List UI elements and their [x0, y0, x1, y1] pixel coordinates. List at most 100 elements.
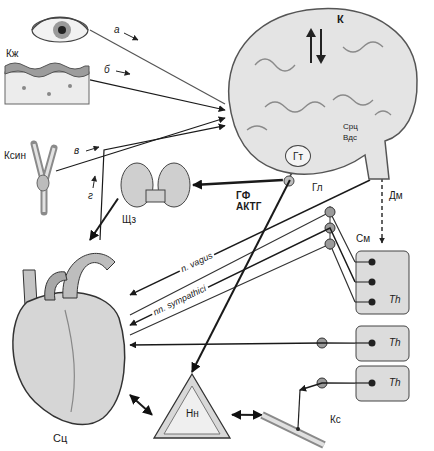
- eye-illustration: [32, 17, 88, 42]
- skin-receptor: Кж: [4, 48, 90, 106]
- centre-label: Срц: [343, 123, 358, 132]
- skin-receptor-shape-part: [5, 63, 89, 77]
- afferent-fibre: [100, 126, 225, 240]
- nerve-label: nn. sympathici: [150, 283, 210, 319]
- eye-illustration-part: [53, 21, 71, 39]
- node-label: Кс: [330, 414, 341, 425]
- adrenal-gland-shape-part: [164, 386, 220, 434]
- node-label: Th: [389, 377, 401, 388]
- node-label: Нн: [186, 408, 199, 419]
- node-label: К: [337, 13, 344, 25]
- brain-shape-part-part: [255, 59, 295, 71]
- direction-arrow-part: [116, 71, 130, 74]
- pathway-letter: в: [74, 145, 79, 156]
- spinal-segment-shape-part: [369, 299, 376, 306]
- heart-shape-part: [63, 253, 115, 298]
- brain: К Гт: [225, 5, 420, 180]
- nerve-label: n. vagus: [178, 250, 217, 275]
- brain-shape-part-part: [265, 102, 325, 112]
- heart-shape: [5, 240, 130, 448]
- pathway-letter: г: [88, 190, 93, 201]
- blood-vessel-shape-part: [296, 427, 300, 431]
- heart-shape-part: [13, 292, 125, 424]
- pathway-label: Дм: [389, 190, 403, 201]
- sympathetic-fibres-part: [130, 244, 355, 335]
- spinal-segment-shape: [355, 250, 410, 315]
- spinal-segment: Th: [355, 365, 410, 402]
- descending-pathway-part: [381, 178, 382, 243]
- skin-receptor-shape-part: [68, 84, 72, 88]
- spinal-segment-shape-part: [369, 380, 376, 387]
- node-label: Кж: [6, 48, 19, 59]
- spinal-segment-shape-part: [356, 326, 409, 361]
- blood-vessel-shape-part: [298, 390, 300, 428]
- sympathetic-ganglia-part: [325, 207, 335, 217]
- afferent-fibre: [90, 80, 225, 110]
- direction-arrow-part: [86, 147, 99, 151]
- eye-illustration-part: [32, 17, 88, 30]
- adrenal-gland-shape-part: [154, 374, 230, 438]
- node-label: Щз: [122, 214, 136, 225]
- pathway-letter: б: [104, 64, 110, 75]
- thyroid-gland: Щз: [118, 160, 193, 230]
- eye-illustration-part: [58, 26, 66, 34]
- thyroid-gland-shape-part: [146, 190, 165, 202]
- spinal-segment-shape: [355, 325, 410, 362]
- brain-shape-part-part: [333, 95, 373, 105]
- node-label: Th: [389, 337, 401, 348]
- adrenal-gland: Нн: [152, 372, 232, 440]
- blood-vessel: Кс: [262, 390, 350, 448]
- brain-shape-part: [316, 55, 326, 64]
- brain-shape-part-part: [375, 111, 391, 115]
- spinal-segment-shape: [355, 365, 410, 402]
- heart: Сц: [5, 240, 130, 448]
- carotid-sinus-shape-part: [34, 144, 54, 212]
- spinal-cord-label: См: [356, 233, 370, 244]
- skin-receptor-shape-part: [47, 92, 51, 96]
- centre-label: Вдс: [343, 134, 357, 143]
- direction-arrow-part: [93, 176, 95, 188]
- sympathetic-ganglia-part: [325, 239, 335, 249]
- optic-fibre: [90, 30, 225, 104]
- sympathetic-fibres-part: [130, 212, 355, 315]
- brain-shape-part-part: [247, 126, 267, 130]
- spinal-segment-shape-part: [369, 259, 376, 266]
- brain-shape-part: [306, 28, 316, 37]
- spinal-segment-shape-part: [356, 251, 409, 314]
- spinal-segment: Th: [355, 325, 410, 362]
- carotid-sinus: Ксин: [4, 140, 56, 212]
- spinal-segment-shape-part: [356, 366, 409, 401]
- node-label: Ксин: [4, 150, 26, 161]
- spinal-segment-shape-part: [369, 279, 376, 286]
- adrenal-gland-shape: [152, 372, 232, 440]
- spinal-segment-shape-part: [369, 340, 376, 347]
- brain-shape-part: [320, 29, 322, 57]
- skin-receptor-shape-part: [22, 86, 26, 90]
- carotid-sinus-shape-part: [34, 144, 54, 212]
- node-label: Сц: [53, 432, 67, 444]
- hormone-arrow: [232, 414, 262, 416]
- node-label: Гт: [293, 151, 303, 162]
- brain-shape: [225, 5, 420, 180]
- hormone-arrow: [90, 199, 118, 241]
- blood-vessel-shape-part: [262, 415, 324, 445]
- hypothalamus-circle: Гт: [285, 145, 311, 167]
- brain-shape-part: [247, 42, 391, 130]
- hormone-arrow: [130, 395, 152, 415]
- sympathetic-nerve: [130, 228, 355, 325]
- ganglion-label: Гл: [312, 182, 323, 193]
- brain-shape-part-part: [343, 42, 383, 52]
- node-label: Th: [389, 294, 401, 305]
- brain-shape-part: [229, 9, 417, 179]
- brain-shape-part: [310, 35, 312, 63]
- pathway-letter: а: [114, 24, 120, 35]
- optic-fibre-part: [90, 30, 225, 104]
- pituitary-label: ГФ АКТГ: [236, 190, 270, 212]
- spinal-segment: Th: [355, 250, 410, 315]
- hormone-arrow: [193, 180, 283, 185]
- carotid-sinus-shape-part: [37, 175, 49, 191]
- heart-shape-part: [65, 310, 74, 412]
- descending-pathway: [382, 178, 383, 243]
- sympathetic-nerve: [300, 383, 355, 390]
